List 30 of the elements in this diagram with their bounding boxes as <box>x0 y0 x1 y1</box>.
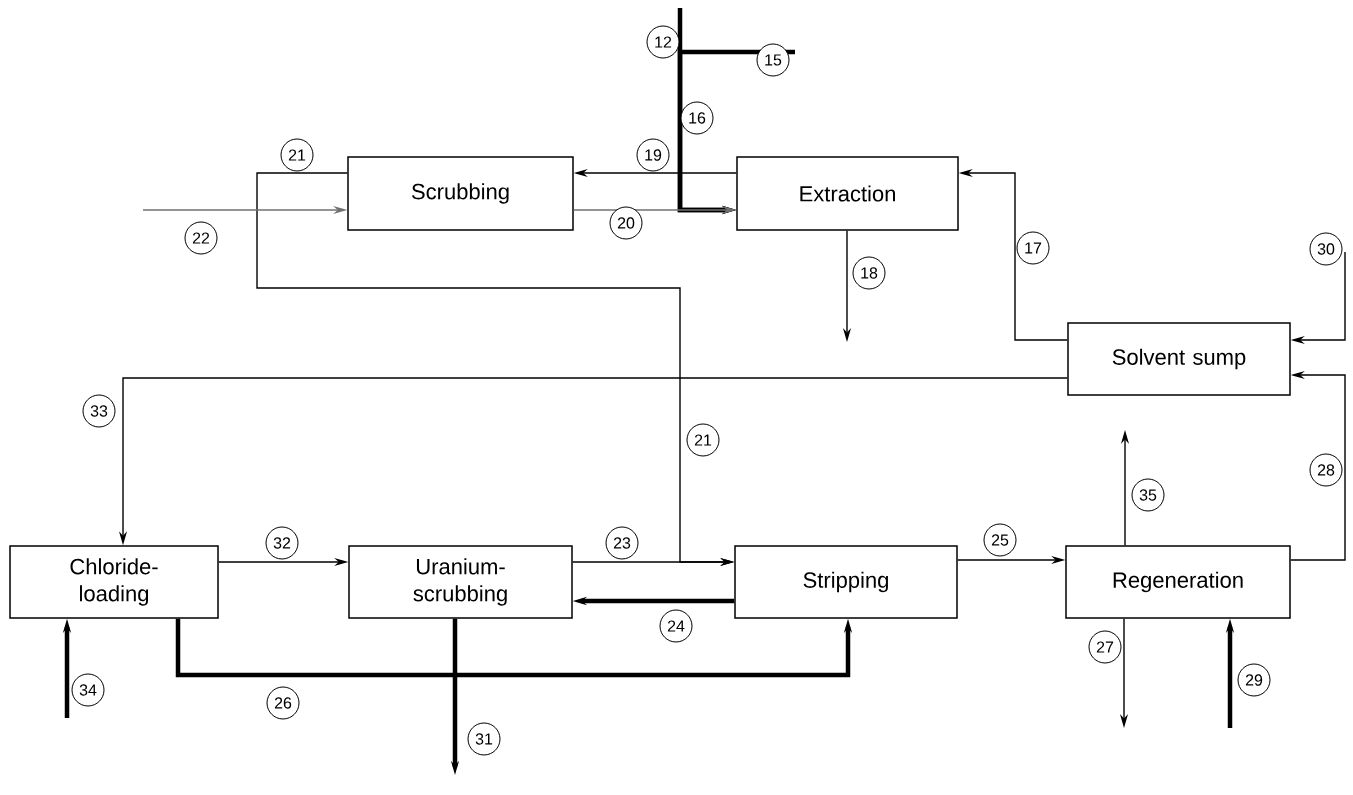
edge-label: 29 <box>1237 663 1271 697</box>
process-box: Extraction <box>736 156 959 231</box>
edge-label: 26 <box>266 686 300 720</box>
process-box: Regeneration <box>1065 545 1291 619</box>
edge-label: 21 <box>280 138 314 172</box>
edge-label: 27 <box>1088 630 1122 664</box>
process-box: Stripping <box>734 545 958 619</box>
edge-label: 35 <box>1131 478 1165 512</box>
edge-label: 17 <box>1016 231 1050 265</box>
edge-label: 18 <box>852 256 886 290</box>
callout-number: 21 <box>686 423 720 457</box>
process-box: Uranium-scrubbing <box>348 545 573 619</box>
edge-label: 28 <box>1309 453 1343 487</box>
edge-label: 30 <box>1309 232 1343 266</box>
process-box: Scrubbing <box>347 156 574 231</box>
edge-label: 23 <box>605 526 639 560</box>
edge-label: 31 <box>467 722 501 756</box>
edge-label: 19 <box>636 138 670 172</box>
edge-label: 12 <box>646 25 680 59</box>
process-box: Solvent sump <box>1067 322 1291 396</box>
edge-label: 22 <box>184 221 218 255</box>
edge-label: 15 <box>756 43 790 77</box>
edge-label: 33 <box>82 394 116 428</box>
edge-label: 24 <box>659 609 693 643</box>
callout-number: 16 <box>680 101 714 135</box>
edge-label: 32 <box>265 526 299 560</box>
edge-label: 25 <box>983 523 1017 557</box>
edge-label: 34 <box>71 673 105 707</box>
edge-label: 20 <box>609 206 643 240</box>
process-box: Chloride-loading <box>9 545 219 619</box>
